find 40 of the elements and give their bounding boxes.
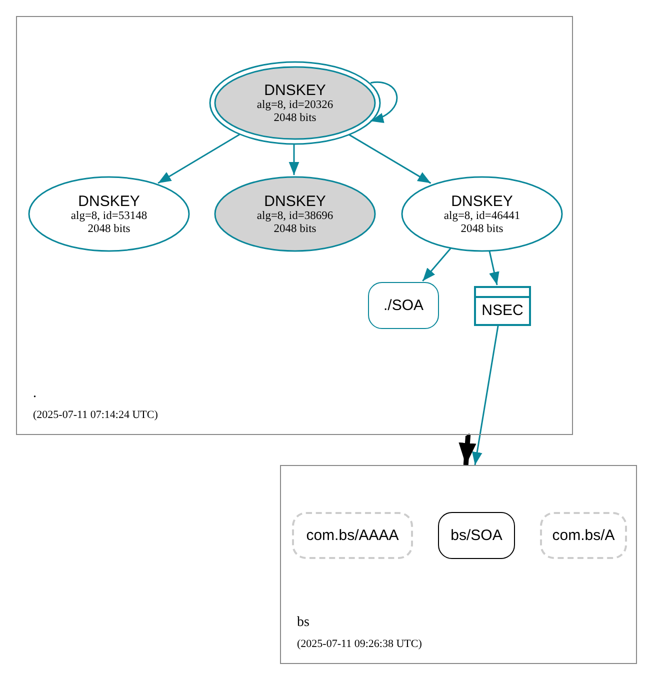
key-ellipse — [214, 176, 376, 252]
key-ellipse — [401, 176, 563, 252]
key-detail: alg=8, id=46441 — [444, 210, 520, 222]
arrow — [370, 81, 398, 122]
arrow — [348, 134, 432, 184]
timestamp: (2025-07-11 07:14:24 UTC) — [33, 408, 158, 422]
record-type: DNSKEY — [78, 192, 140, 210]
record-type: ./SOA — [383, 297, 424, 314]
zone-name: bs — [297, 615, 310, 631]
record-type: DNSKEY — [264, 192, 326, 210]
key-detail: alg=8, id=53148 — [70, 210, 148, 222]
key-detail: alg=8, id=38696 — [256, 210, 334, 222]
arrow — [458, 434, 476, 466]
key-detail: 2048 bits — [88, 222, 130, 236]
arrow — [472, 324, 499, 466]
nsec-box — [474, 286, 531, 326]
zone-name: . — [33, 386, 38, 402]
record-box — [540, 512, 627, 559]
record-type: com.bs/AAAA — [306, 527, 399, 544]
record-box — [438, 512, 515, 559]
key-detail: alg=8, id=20326 — [256, 98, 334, 112]
record-box — [368, 282, 439, 329]
arrow — [422, 248, 452, 282]
arrow — [158, 134, 240, 184]
record-type: bs/SOA — [450, 527, 502, 544]
key-detail: 2048 bits — [274, 112, 316, 124]
zone-box — [280, 465, 637, 664]
record-box — [292, 512, 413, 559]
record-type: com.bs/A — [552, 527, 615, 544]
record-type: DNSKEY — [451, 192, 513, 210]
arrow — [288, 144, 300, 175]
key-detail: 2048 bits — [460, 222, 504, 236]
arrow — [488, 250, 500, 286]
timestamp: (2025-07-11 09:26:38 UTC) — [297, 637, 422, 651]
key-detail: 2048 bits — [274, 222, 316, 236]
key-ellipse — [28, 176, 190, 252]
zone-box — [16, 16, 573, 435]
record-type: DNSKEY — [264, 82, 326, 98]
record-type: NSEC — [482, 302, 524, 318]
key-ellipse — [209, 61, 381, 145]
